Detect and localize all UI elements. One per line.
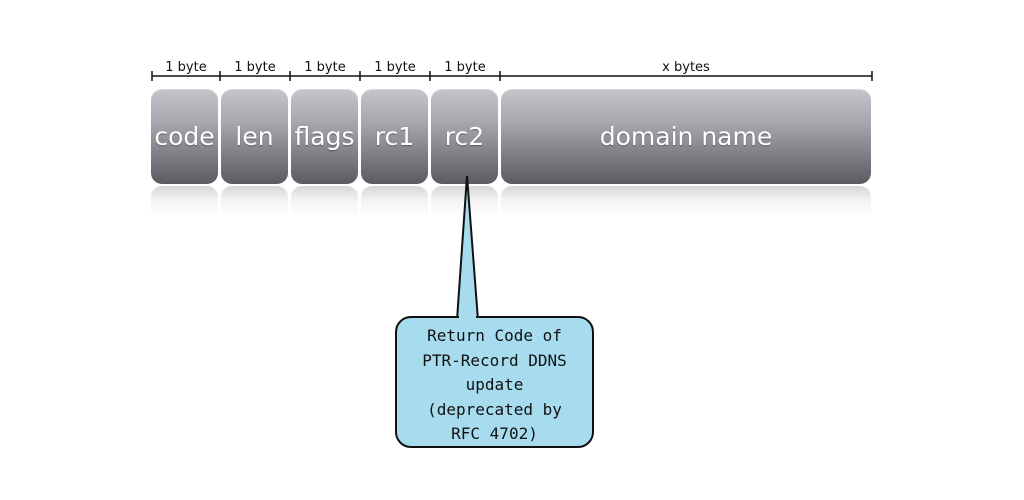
size-label-rc1: 1 byte <box>374 60 416 75</box>
field-rc2: rc2 <box>431 89 498 184</box>
field-reflection <box>221 186 288 218</box>
field-reflection <box>291 186 358 218</box>
callout-line: (deprecated by <box>427 399 562 419</box>
field-reflection <box>501 186 871 218</box>
size-label-domain: x bytes <box>662 60 710 75</box>
field-flags: flags <box>291 89 358 184</box>
field-domain-name: domain name <box>501 89 871 184</box>
callout-line: RFC 4702) <box>451 424 538 443</box>
field-reflection <box>361 186 428 218</box>
field-code: code <box>151 89 218 184</box>
field-rc1: rc1 <box>361 89 428 184</box>
callout-box: Return Code of PTR-Record DDNS update (d… <box>395 316 594 448</box>
callout-line: Return Code of <box>427 326 562 345</box>
size-label-len: 1 byte <box>234 60 276 75</box>
size-label-flags: 1 byte <box>304 60 346 75</box>
callout-line: update <box>465 375 524 394</box>
callout-line: PTR-Record DDNS <box>422 350 567 370</box>
size-label-code: 1 byte <box>165 60 207 75</box>
field-reflection <box>151 186 218 218</box>
callout-pointer-shape <box>455 175 480 321</box>
size-label-rc2: 1 byte <box>444 60 486 75</box>
field-len: len <box>221 89 288 184</box>
